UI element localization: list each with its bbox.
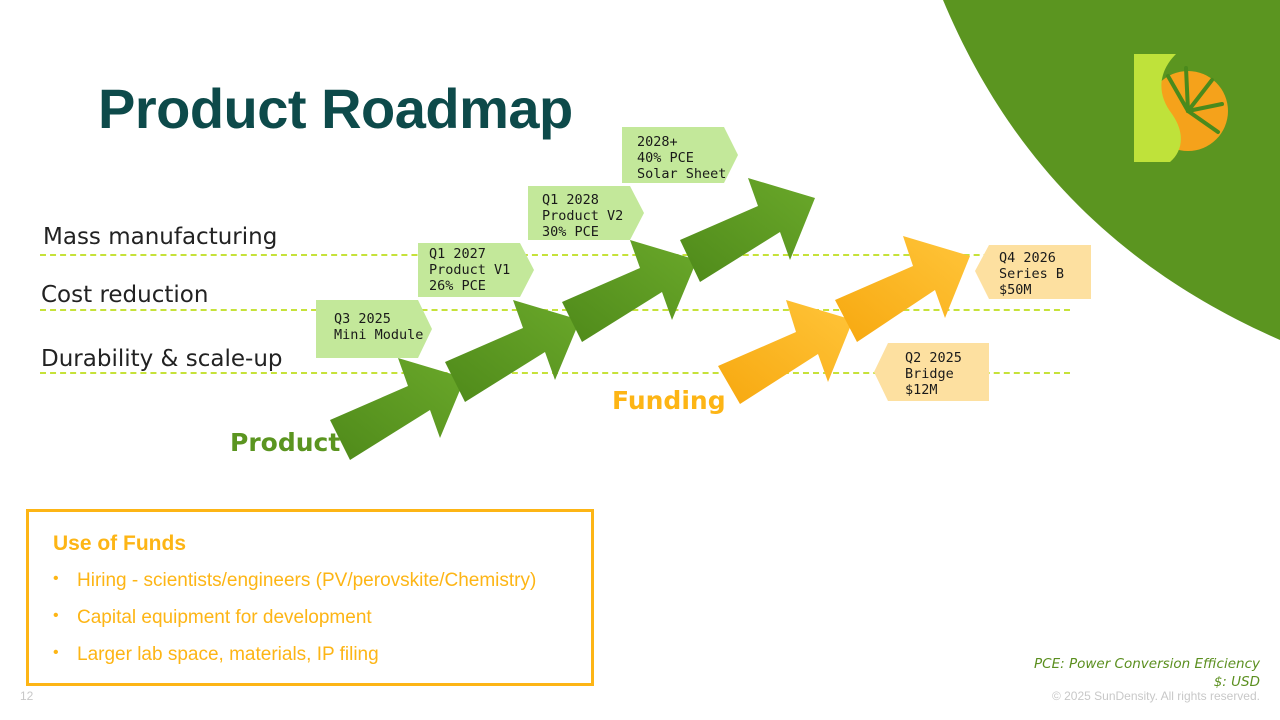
product-milestone-4: 2028+ 40% PCE Solar Sheet [637,134,727,182]
use-of-funds-list: Hiring - scientists/engineers (PV/perovs… [53,570,536,681]
funding-arrow-2 [835,236,970,342]
page-number: 12 [20,689,34,703]
product-tag-shape-4 [622,127,738,183]
product-milestone-3: Q1 2028 Product V2 30% PCE [542,192,624,240]
product-milestone-1: Q3 2025 Mini Module [334,311,424,343]
copyright-text: © 2025 SunDensity. All rights reserved. [1051,689,1260,703]
product-arrow-3 [562,240,697,342]
row-line-mass-manufacturing [40,254,1070,256]
funding-stream-label: Funding [612,386,726,415]
footnote-usd: $: USD [1213,674,1260,690]
page-title: Product Roadmap [98,77,573,140]
funding-milestone-1: Q2 2025 Bridge $12M [905,350,962,398]
funding-milestone-2: Q4 2026 Series B $50M [999,250,1065,298]
product-stream-label: Product [230,428,341,457]
list-item: Hiring - scientists/engineers (PV/perovs… [53,570,536,607]
product-arrow-1 [330,358,465,460]
footnote-pce: PCE: Power Conversion Efficiency [1034,656,1260,672]
product-tag-shape-3 [528,186,644,240]
product-tag-shape-2 [418,243,534,297]
use-of-funds-box: Use of Funds Hiring - scientists/enginee… [26,509,594,686]
list-item: Larger lab space, materials, IP filing [53,644,536,681]
row-label-mass-manufacturing: Mass manufacturing [43,224,278,250]
list-item: Capital equipment for development [53,607,536,644]
funding-tag-shape-1 [874,343,989,401]
product-arrow-4 [680,178,815,282]
row-line-cost-reduction [40,309,1070,311]
product-tag-shape-1 [316,300,432,358]
row-label-cost-reduction: Cost reduction [41,282,209,308]
product-arrow-2 [445,300,580,402]
row-label-durability: Durability & scale-up [41,346,283,372]
funding-tag-shape-2 [975,245,1091,299]
funding-arrow-1 [718,300,853,404]
product-milestone-2: Q1 2027 Product V1 26% PCE [429,246,511,294]
sundensity-logo-icon [1134,54,1228,162]
use-of-funds-title: Use of Funds [53,532,187,555]
